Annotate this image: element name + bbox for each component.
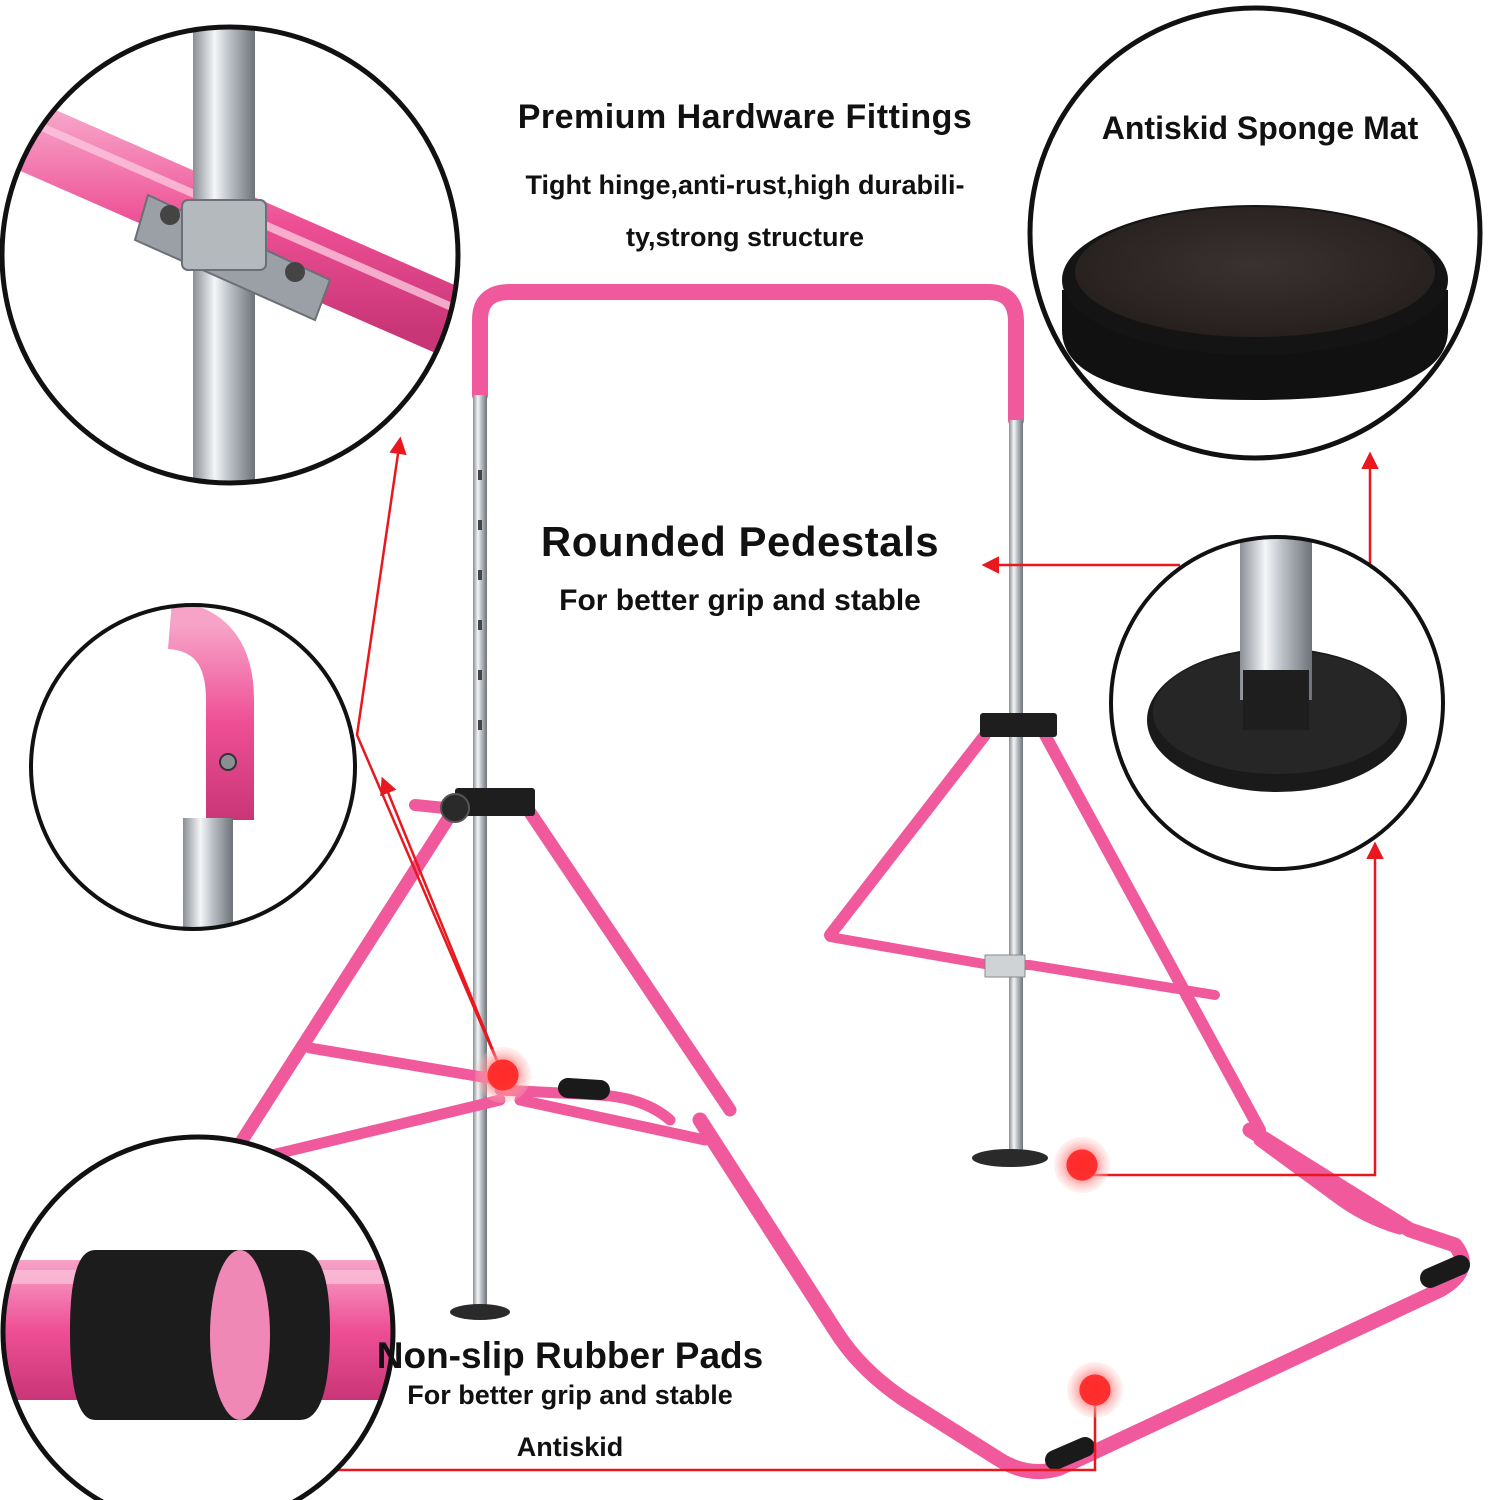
detail-bend-circle bbox=[29, 603, 357, 931]
detail-pedestal-circle bbox=[1109, 535, 1445, 871]
detail-sponge-mat-circle bbox=[1027, 5, 1483, 461]
rubber-pads-title: Non-slip Rubber Pads bbox=[376, 1335, 764, 1376]
hardware-fittings-title: Premium Hardware Fittings bbox=[517, 98, 973, 136]
sponge-mat-title: Antiskid Sponge Mat bbox=[1101, 110, 1419, 146]
rubber-pads-subtitle: For better grip and stable bbox=[407, 1380, 733, 1410]
antiskid-label: Antiskid bbox=[516, 1432, 624, 1462]
pedestals-subtitle: For better grip and stable bbox=[559, 584, 921, 617]
hardware-fittings-desc-line2: ty,strong structure bbox=[625, 222, 865, 252]
hardware-fittings-desc-line1: Tight hinge,anti-rust,high durabili- bbox=[525, 170, 965, 200]
pedestals-title: Rounded Pedestals bbox=[540, 518, 940, 565]
highlight-dots bbox=[475, 1047, 1123, 1418]
detail-rubber-pad-circle bbox=[0, 1134, 396, 1500]
detail-hinge-circle bbox=[0, 24, 461, 486]
